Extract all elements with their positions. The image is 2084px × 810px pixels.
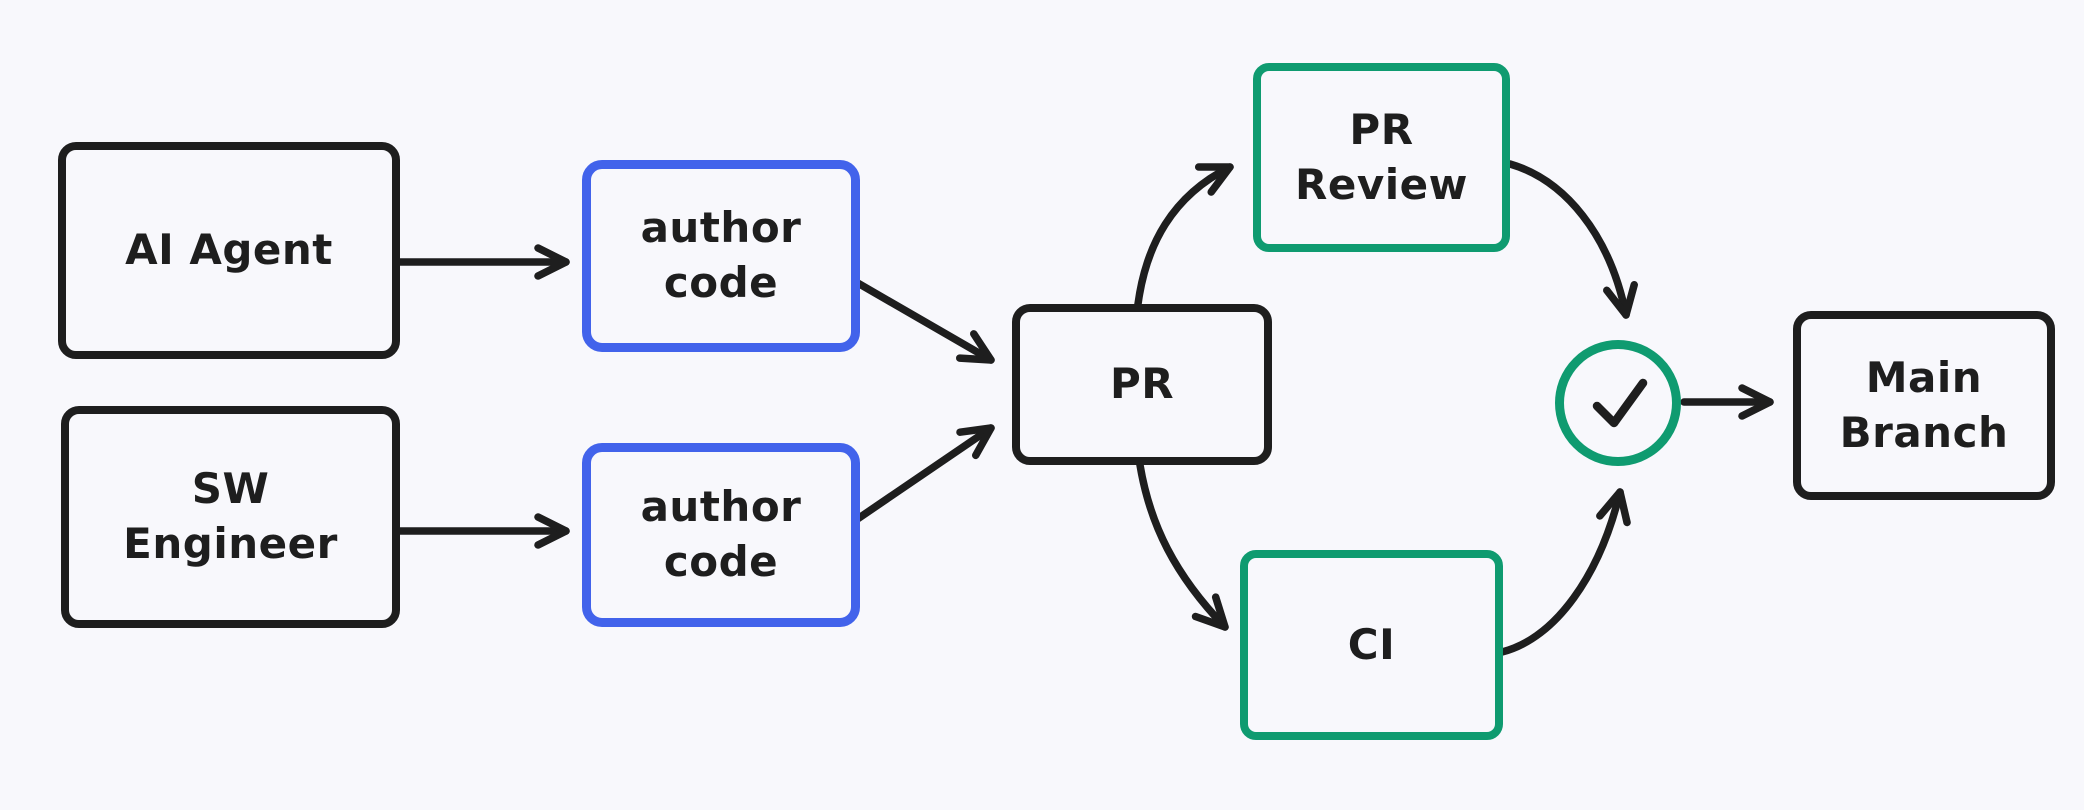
node-author-code-top: author code (582, 160, 860, 352)
node-author-code-bottom: author code (582, 443, 860, 627)
node-ci-label: CI (1347, 619, 1396, 669)
edge-pr-to-pr-review (1134, 163, 1234, 308)
node-sw-engineer: SW Engineer (61, 406, 400, 628)
check-circle (1555, 340, 1681, 466)
node-sw-engineer-label: SW Engineer (123, 464, 338, 568)
node-ai-agent-label: AI Agent (125, 225, 333, 275)
node-author-code-top-label: author code (640, 203, 802, 307)
node-ci: CI (1240, 550, 1503, 740)
node-main-branch-label: Main Branch (1839, 352, 2009, 457)
node-pr-review-label: PR Review (1295, 104, 1468, 209)
node-main-branch: Main Branch (1793, 311, 2055, 500)
node-ai-agent: AI Agent (58, 142, 400, 359)
edge-pr-review-to-check (1506, 160, 1638, 319)
edge-ci-to-check (1498, 488, 1631, 656)
node-pr-review: PR Review (1253, 63, 1510, 252)
node-pr: PR (1012, 304, 1272, 465)
edge-author-code-top-to-pr (852, 278, 995, 364)
node-author-code-bottom-label: author code (640, 482, 802, 586)
edge-author-code-bottom-to-pr (852, 424, 995, 524)
edge-pr-to-ci (1136, 461, 1229, 631)
node-pr-label: PR (1109, 359, 1175, 409)
